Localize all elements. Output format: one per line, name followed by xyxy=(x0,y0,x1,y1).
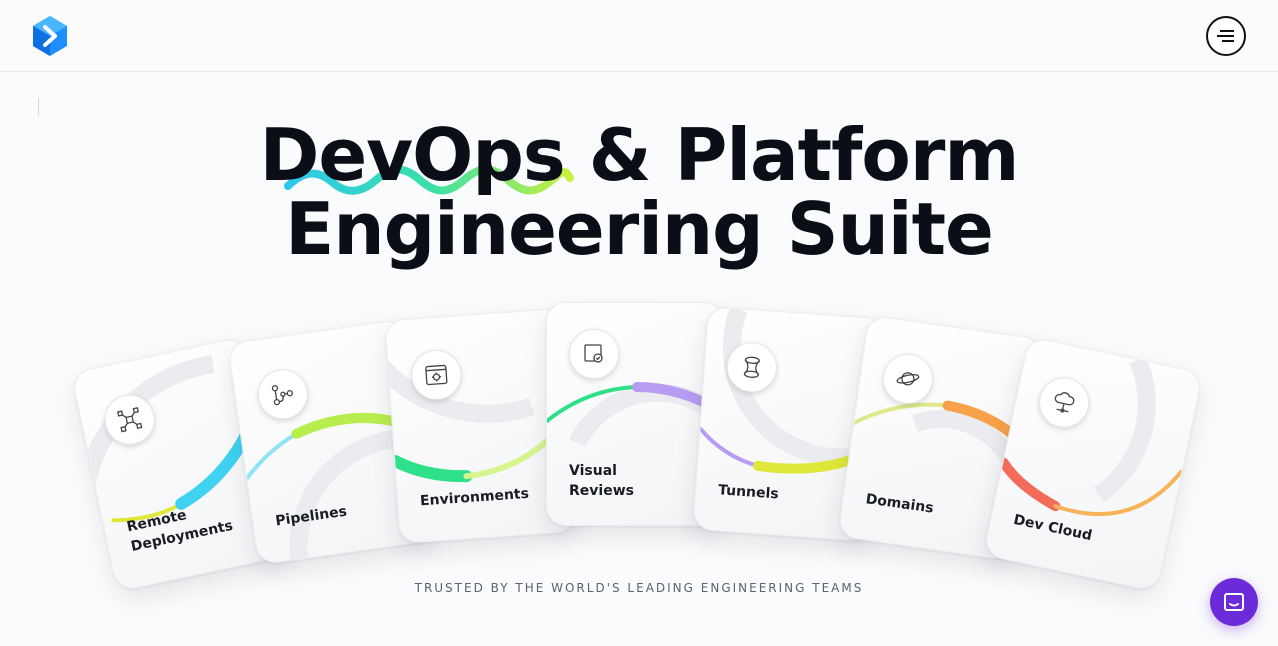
title-line-1: DevOps & Platform xyxy=(259,113,1020,197)
review-screen-icon xyxy=(569,329,619,379)
planet-icon xyxy=(879,350,937,408)
chat-bubble-icon[interactable] xyxy=(1210,578,1258,626)
card-dev-cloud[interactable]: Dev Cloud xyxy=(982,335,1204,593)
squiggle-underline xyxy=(284,165,574,195)
tunnel-icon xyxy=(725,340,779,394)
card-label: Visual Reviews xyxy=(569,463,634,499)
pipeline-icon xyxy=(254,365,312,423)
trusted-by-text: TRUSTED BY THE WORLD'S LEADING ENGINEERI… xyxy=(414,581,864,595)
title-line-2: Engineering Suite xyxy=(285,187,994,271)
card-label: Tunnels xyxy=(717,482,780,503)
cloud-icon xyxy=(1034,373,1094,433)
hamburger-menu-icon[interactable] xyxy=(1206,16,1246,56)
chevron-logo-icon[interactable] xyxy=(30,14,70,58)
divider xyxy=(38,98,39,116)
page-title: DevOps & Platform Engineering Suite xyxy=(0,118,1278,266)
top-navigation-bar xyxy=(0,0,1278,72)
network-nodes-icon xyxy=(100,390,160,450)
gear-window-icon xyxy=(409,348,464,402)
